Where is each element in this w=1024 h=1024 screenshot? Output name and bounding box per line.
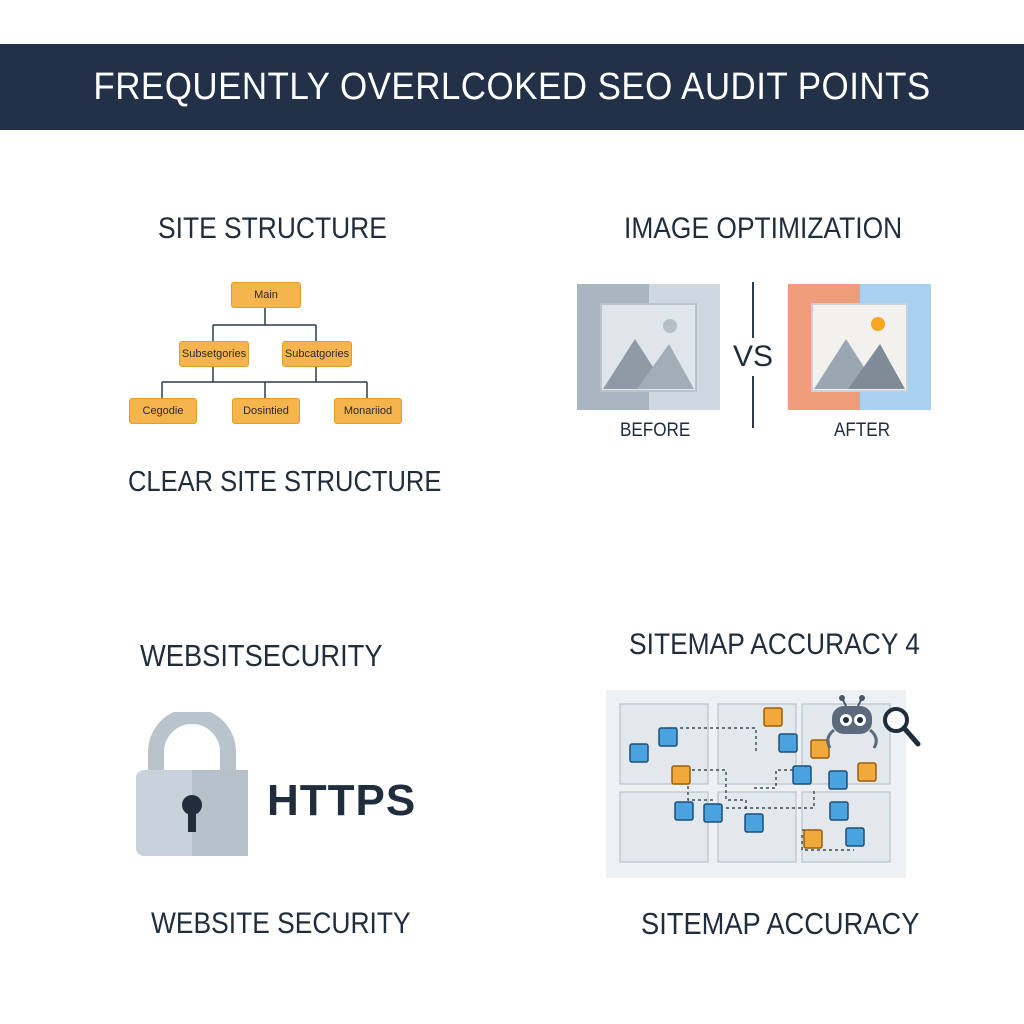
page-title: FREQUENTLY OVERLCOKED SEO AUDIT POINTS	[93, 65, 931, 108]
tree-node-subcategory-1: Subsetgories	[179, 341, 249, 367]
after-image-icon	[788, 284, 931, 410]
sitemap-caption: SITEMAP ACCURACY	[641, 906, 920, 941]
padlock-icon	[136, 712, 248, 856]
website-security-heading: WEBSITSECURITY	[140, 638, 383, 673]
before-image-icon	[577, 284, 720, 410]
site-structure-caption: CLEAR SITE STRUCTURE	[128, 466, 442, 498]
image-optimization-heading: IMAGE OPTIMIZATION	[624, 212, 903, 245]
after-label: AFTER	[834, 420, 891, 441]
before-label: BEFORE	[620, 420, 691, 441]
https-badge: HTTPS	[267, 776, 417, 825]
title-banner: FREQUENTLY OVERLCOKED SEO AUDIT POINTS	[0, 44, 1024, 130]
tree-node-leaf-1: Cegodie	[129, 398, 197, 424]
page-icon	[629, 707, 877, 849]
magnifier-icon	[883, 707, 921, 747]
website-security-caption: WEBSITE SECURITY	[151, 907, 411, 940]
tree-node-subcategory-2: Subcatgories	[282, 341, 352, 367]
tree-node-leaf-2: Dosintied	[232, 398, 300, 424]
site-structure-heading: SITE STRUCTURE	[158, 212, 387, 245]
tree-node-main: Main	[231, 282, 301, 308]
sitemap-heading: SITEMAP ACCURACY 4	[629, 628, 920, 661]
crawler-bot-icon	[826, 695, 878, 749]
tree-node-leaf-3: Monariiod	[334, 398, 402, 424]
vs-label: VS	[733, 338, 774, 376]
